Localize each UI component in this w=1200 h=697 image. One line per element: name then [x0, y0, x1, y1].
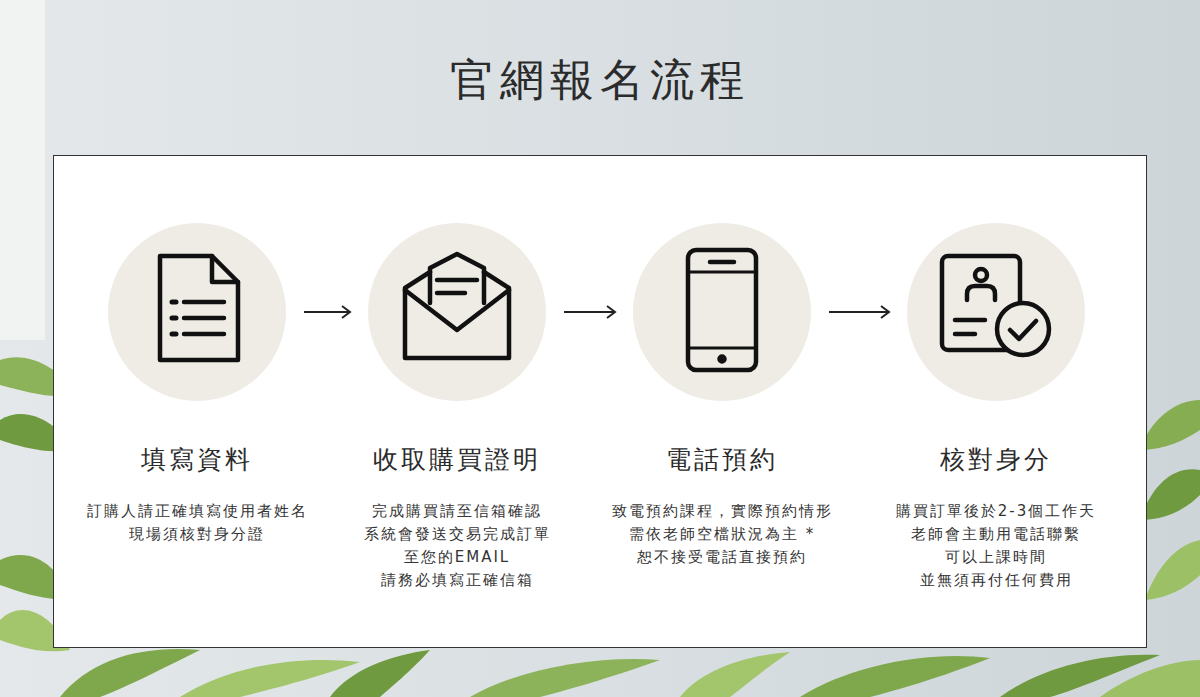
step-caption: 核對身分購買訂單後於2-3個工作天 老師會主動用電話聯繫 可以上課時間 並無須再…	[846, 444, 1146, 592]
check-circle	[997, 303, 1049, 355]
document-icon	[160, 256, 238, 360]
list-lines	[184, 302, 224, 334]
step-circles	[108, 223, 1085, 401]
step-caption: 電話預約致電預約課程，實際預約情形 需依老師空檔狀況為主 *恕不接受電話直接預約	[572, 444, 872, 569]
step-circle	[108, 223, 286, 401]
document-outline	[160, 256, 238, 360]
step-node: 填寫資料訂購人請正確填寫使用者姓名 現場須核對身分證	[108, 223, 286, 401]
step-description: 購買訂單後於2-3個工作天 老師會主動用電話聯繫 可以上課時間 並無須再付任何費…	[876, 500, 1116, 592]
leaf	[60, 649, 200, 697]
window-light	[0, 0, 45, 340]
step-node: 電話預約致電預約課程，實際預約情形 需依老師空檔狀況為主 *恕不接受電話直接預約	[633, 223, 811, 401]
step-node: 核對身分購買訂單後於2-3個工作天 老師會主動用電話聯繫 可以上課時間 並無須再…	[907, 223, 1085, 401]
phone-outline	[688, 250, 756, 370]
letter-lines	[437, 280, 477, 293]
phone-button	[720, 357, 725, 362]
white-panel	[54, 156, 1147, 648]
envelope-flap	[405, 290, 509, 330]
phone-speaker	[710, 260, 734, 265]
list-bullets	[172, 302, 176, 334]
leaf	[680, 652, 790, 697]
step-node: 收取購買證明完成購買請至信箱確認 系統會發送交易完成訂單 至您的EMAIL 請務…	[368, 223, 546, 401]
check-mark	[1010, 321, 1036, 339]
step-description: 致電預約課程，實際預約情形 需依老師空檔狀況為主 *恕不接受電話直接預約	[602, 500, 842, 569]
step-circle	[368, 223, 546, 401]
leaf	[1140, 469, 1200, 520]
envelope-body	[405, 272, 509, 358]
flow-arrow	[304, 311, 350, 313]
step-heading: 核對身分	[846, 444, 1146, 476]
person-head	[975, 269, 987, 281]
leaf	[1140, 400, 1200, 450]
step-description: 訂購人請正確填寫使用者姓名 現場須核對身分證	[77, 500, 317, 546]
letter-sheet	[430, 254, 484, 303]
leaf	[800, 656, 990, 697]
page-title: 官網報名流程	[0, 50, 1200, 110]
envelope-icon	[405, 254, 509, 358]
step-caption: 填寫資料訂購人請正確填寫使用者姓名 現場須核對身分證	[47, 444, 347, 546]
flow-arrow	[829, 311, 889, 313]
step-caption: 收取購買證明完成購買請至信箱確認 系統會發送交易完成訂單 至您的EMAIL 請務…	[307, 444, 607, 592]
step-heading: 收取購買證明	[307, 444, 607, 476]
leaf	[470, 659, 660, 697]
leaf	[1100, 660, 1200, 697]
person-body	[967, 286, 995, 300]
step-description: 完成購買請至信箱確認 系統會發送交易完成訂單 至您的EMAIL 請務必填寫正確信…	[337, 500, 577, 592]
step-circle	[633, 223, 811, 401]
step-heading: 電話預約	[572, 444, 872, 476]
step-circle	[907, 223, 1085, 401]
phone-icon	[688, 250, 756, 370]
leaf	[330, 650, 430, 697]
flow-arrow	[564, 311, 615, 313]
id-check-icon	[942, 256, 1049, 355]
document-fold	[212, 256, 238, 282]
phone-screen	[688, 272, 756, 348]
leaf	[180, 660, 360, 697]
id-lines	[955, 320, 985, 334]
step-heading: 填寫資料	[47, 444, 347, 476]
leaf	[1145, 540, 1200, 600]
